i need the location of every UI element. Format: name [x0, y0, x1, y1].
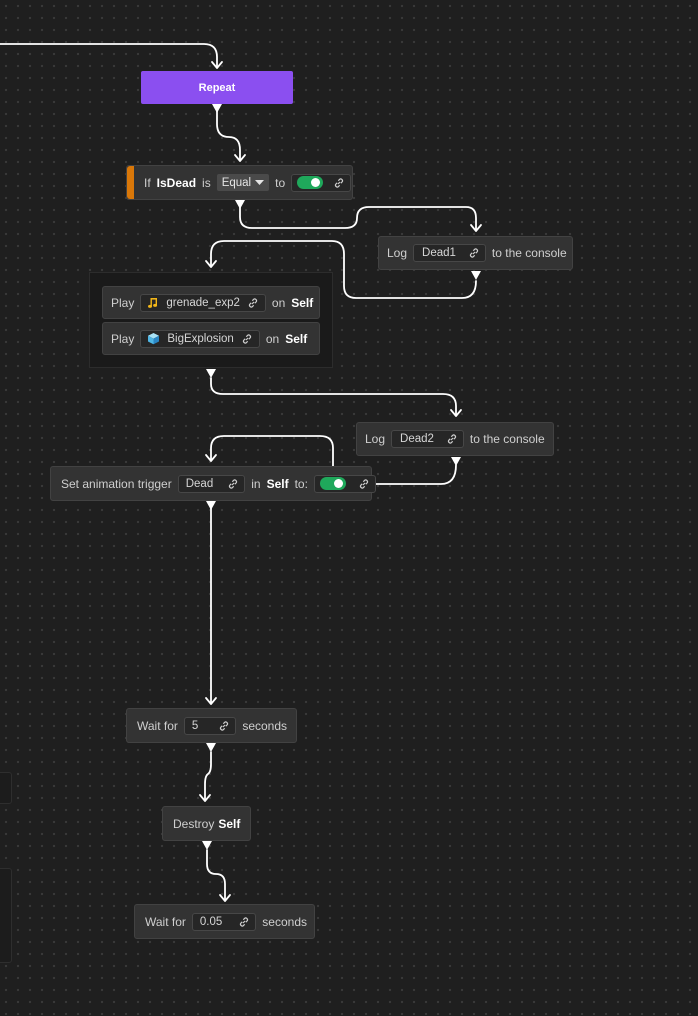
port-log2-out [451, 457, 461, 466]
toggle-on-icon[interactable] [319, 477, 346, 490]
wait-suffix: seconds [242, 718, 288, 733]
destroy-target: Self [218, 816, 241, 831]
repeat-label: Repeat [198, 81, 236, 94]
destroy-prefix: Destroy [173, 816, 215, 831]
sound-clip-field[interactable]: grenade_exp2 [140, 293, 266, 312]
is-keyword: is [202, 175, 211, 190]
chevron-down-icon [255, 179, 265, 185]
wait-duration: 0.05 [199, 915, 223, 928]
log-keyword: Log [365, 432, 386, 446]
wire-play-to-log2 [210, 377, 457, 416]
play-target: Self [285, 331, 308, 346]
in-keyword: in [251, 476, 261, 491]
to-keyword: to [275, 175, 286, 190]
port-destroy-out [202, 841, 212, 850]
wait-prefix: Wait for [137, 718, 178, 733]
wire-wait1-to-destroy [204, 751, 212, 801]
play-target: Self [291, 295, 314, 310]
wait-suffix: seconds [262, 914, 307, 929]
if-variable: IsDead [156, 175, 197, 190]
wait-duration-field[interactable]: 5 [183, 716, 237, 735]
log-keyword: Log [387, 246, 408, 260]
trigger-name-field[interactable]: Dead [177, 474, 246, 493]
link-icon[interactable] [238, 916, 250, 928]
play-keyword: Play [111, 295, 135, 310]
on-keyword: on [271, 295, 286, 310]
sound-clip-name: grenade_exp2 [166, 296, 240, 309]
toggle-on-icon[interactable] [297, 176, 324, 189]
wait-duration: 5 [191, 719, 199, 732]
effect-name: BigExplosion [167, 332, 234, 345]
trigger-value-field[interactable] [313, 474, 376, 493]
cube-icon [148, 333, 160, 345]
offscreen-group-fragment[interactable] [0, 868, 12, 963]
wire-anim-loop [210, 435, 334, 467]
to-keyword: to: [294, 476, 308, 491]
if-value-field[interactable] [291, 173, 352, 192]
wire-if-to-log1 [239, 206, 477, 231]
condition-accent-bar [127, 166, 134, 199]
wait-node-0-05s[interactable]: Wait for 0.05 seconds [134, 904, 315, 939]
operator-dropdown[interactable]: Equal [216, 174, 270, 191]
anim-target: Self [266, 476, 289, 491]
if-condition-node[interactable]: If IsDead is Equal to [126, 165, 353, 200]
link-icon[interactable] [227, 478, 239, 490]
log-node-dead2[interactable]: Log Dead2 to the console [356, 422, 554, 456]
log-value: Dead2 [400, 433, 434, 445]
log-value-field[interactable]: Dead1 [413, 244, 486, 262]
link-icon[interactable] [358, 478, 370, 490]
wire-log2-to-anim [371, 464, 457, 485]
repeat-node[interactable]: Repeat [141, 71, 293, 104]
link-icon[interactable] [446, 433, 458, 445]
port-play-out [206, 369, 216, 378]
link-icon[interactable] [333, 177, 345, 189]
destroy-node[interactable]: Destroy Self [162, 806, 251, 841]
wire-into-repeat [0, 43, 218, 67]
play-effect-node[interactable]: Play BigExplosion on Self [102, 322, 320, 355]
wire-repeat-to-if [216, 109, 241, 161]
log-value: Dead1 [422, 247, 456, 259]
log-value-field[interactable]: Dead2 [391, 430, 464, 448]
port-log1-out [471, 271, 481, 280]
log-suffix: to the console [469, 432, 545, 446]
music-note-icon [148, 297, 158, 308]
port-if-out [235, 200, 245, 209]
offscreen-node-fragment[interactable] [0, 772, 12, 804]
on-keyword: on [265, 331, 280, 346]
wait-prefix: Wait for [145, 914, 186, 929]
if-keyword: If [144, 175, 151, 190]
wait-node-5s[interactable]: Wait for 5 seconds [126, 708, 297, 743]
link-icon[interactable] [218, 720, 230, 732]
port-anim-out [206, 501, 216, 510]
wire-destroy-to-wait2 [206, 849, 226, 901]
effect-field[interactable]: BigExplosion [140, 329, 260, 348]
port-wait1-out [206, 743, 216, 752]
log-node-dead1[interactable]: Log Dead1 to the console [378, 236, 573, 270]
play-keyword: Play [111, 331, 135, 346]
port-repeat-out [212, 104, 222, 113]
link-icon[interactable] [247, 297, 259, 309]
trigger-name: Dead [185, 477, 214, 490]
operator-value: Equal [221, 176, 252, 189]
link-icon[interactable] [468, 247, 480, 259]
set-animation-trigger-node[interactable]: Set animation trigger Dead in Self to: [50, 466, 376, 501]
play-sound-node[interactable]: Play grenade_exp2 on Self [102, 286, 320, 319]
link-icon[interactable] [241, 333, 253, 345]
wait-duration-field[interactable]: 0.05 [191, 912, 257, 931]
log-suffix: to the console [491, 246, 567, 260]
anim-prefix: Set animation trigger [61, 476, 172, 491]
